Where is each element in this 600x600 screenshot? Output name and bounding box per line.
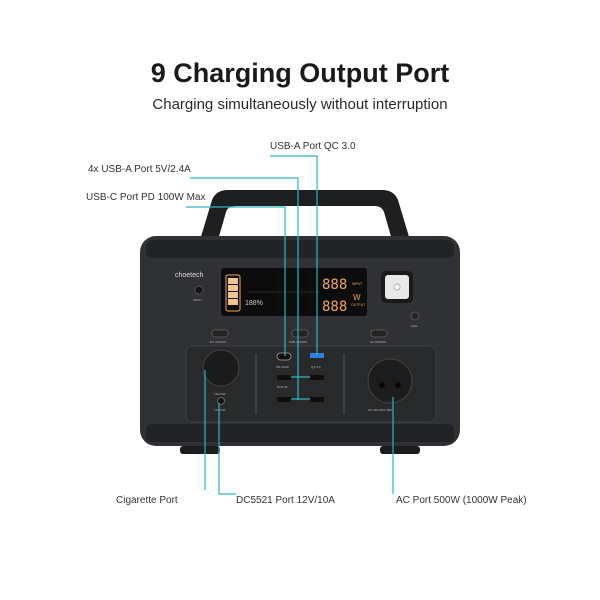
ac-button-label: AC ON/OFF <box>370 340 387 344</box>
callout-usb-a-qc: USB-A Port QC 3.0 <box>270 141 356 152</box>
brand-logo: choetech <box>175 272 204 279</box>
callout-lines <box>186 155 394 495</box>
input-port <box>194 285 204 295</box>
usb-label: 5V/2.4A <box>277 385 288 389</box>
port-panel <box>185 345 437 423</box>
dc5521-port <box>217 397 225 405</box>
page-title: 9 Charging Output Port <box>150 58 450 88</box>
ac-button <box>370 329 388 338</box>
page-subtitle: Charging simultaneously without interrup… <box>152 96 448 113</box>
battery-icon <box>225 274 241 312</box>
callout-cigarette: Cigarette Port <box>116 495 178 506</box>
callout-dc5521: DC5521 Port 12V/10A <box>236 495 335 506</box>
carry-handle <box>200 190 410 240</box>
usb-a-ports <box>277 375 324 402</box>
watt-unit: W <box>353 293 361 302</box>
cigarette-port <box>202 349 240 387</box>
battery-percent: 188% <box>245 300 263 307</box>
qc-label: QC 3.0 <box>311 365 321 369</box>
dc-button <box>211 329 229 338</box>
callout-ac: AC Port 500W (1000W Peak) <box>396 495 527 506</box>
input-port-label: INPUT <box>193 298 202 302</box>
callout-usb-c: USB-C Port PD 100W Max <box>86 192 206 203</box>
dc-button-label: DC ON/OFF <box>210 340 227 344</box>
ac-outlet <box>367 358 413 404</box>
input-word: INPUT <box>352 282 363 286</box>
dc-label: 12V/10A <box>214 408 226 412</box>
output-word: OUTPUT <box>351 303 366 307</box>
input-watts: 888 <box>322 277 347 293</box>
light-button <box>410 311 420 321</box>
usb-button <box>291 329 309 338</box>
ac-label: AC 220-240V 50Hz <box>368 408 394 412</box>
light-label: Light <box>411 324 418 328</box>
output-watts: 888 <box>322 299 347 315</box>
usb-c-port <box>276 352 292 361</box>
pd-label: PD 100W <box>276 365 289 369</box>
cig-label: 12V/10A <box>214 392 226 396</box>
callout-usb-a-4x: 4x USB-A Port 5V/2.4A <box>88 164 191 175</box>
